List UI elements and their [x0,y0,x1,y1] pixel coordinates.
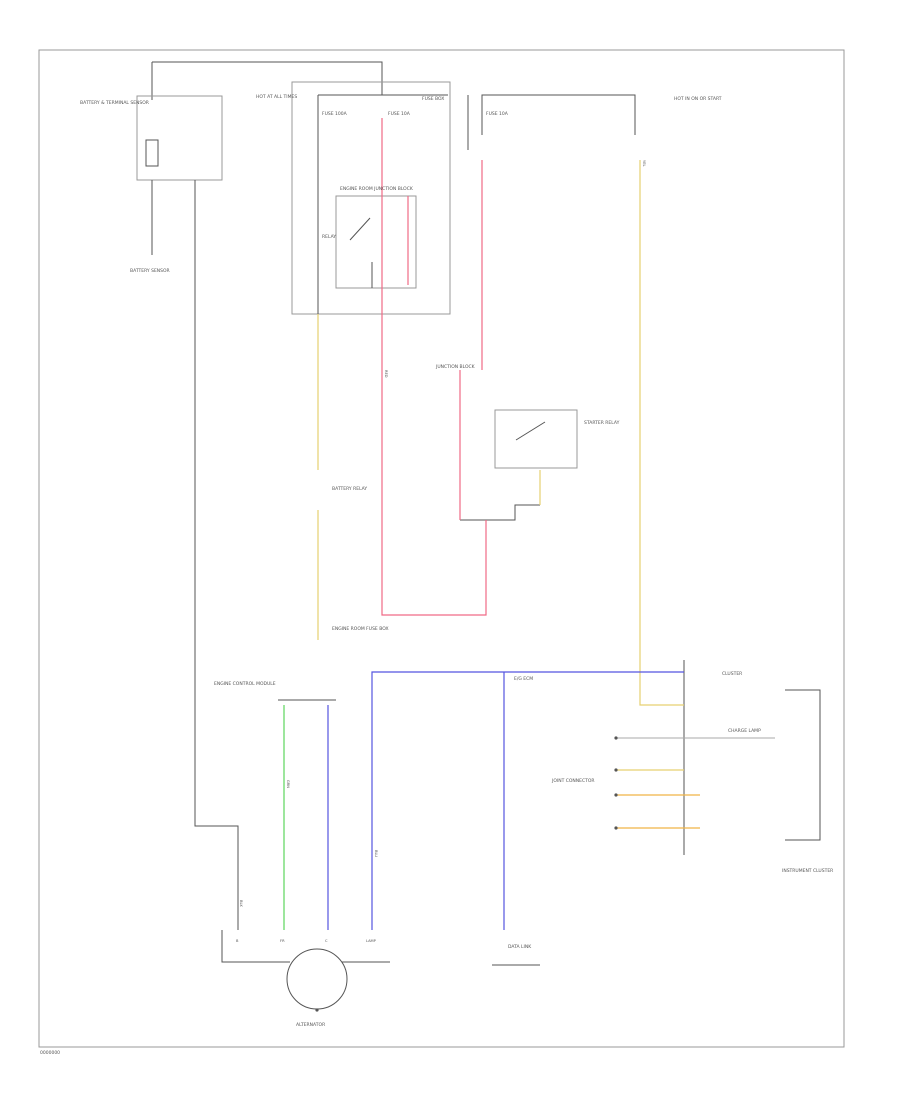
label-charge-lamp: CHARGE LAMP [728,728,761,734]
wire-tag-yel: YEL [642,160,646,166]
label-battery-relay: BATTERY RELAY [332,486,367,492]
alternator-symbol [286,948,348,1010]
label-hot-at-all-times: HOT AT ALL TIMES [256,94,297,100]
diagram-frame [38,49,845,1048]
label-joint-connector: JOINT CONNECTOR [551,778,595,784]
connector-dots [315,736,618,1012]
label-hot-ign: HOT IN ON OR START [674,96,722,102]
wire-blue-main [371,671,684,930]
ignition-relay-box [494,409,578,469]
battery-sensor-element [145,139,159,167]
wire-blue-group [327,671,684,930]
relay-contact [349,217,371,241]
label-relay-box-b: JUNCTION BLOCK [435,364,476,370]
dot-c [614,793,618,797]
label-battery-sensor: BATTERY SENSOR [130,268,170,274]
label-fuse-box-note: FUSE BOX [422,96,444,102]
label-relay-box-a: ENGINE ROOM JUNCTION BLOCK [340,186,414,192]
battery-sensor-box [136,95,223,181]
fuse-right-frame [481,94,636,135]
fuse-box-frame [291,81,451,315]
label-relay-coil: RELAY [322,234,336,240]
wire-sensor-to-alt [194,180,239,930]
wire-top-bus [152,61,383,95]
label-fuse-b: FUSE 10A [388,111,411,117]
wire-black-group [136,61,821,1010]
wire-tag-blk: BLK [239,900,243,907]
label-corner-tag: 0000000 [40,1050,60,1056]
wire-yellow-group [317,160,684,771]
pin-alt-b: B [236,939,239,943]
ignition-join [460,504,540,521]
wire-tag-red: RED [384,370,388,378]
wire-tag-blu: BLU [374,850,378,857]
wire-orange-group [616,794,700,829]
pin-alt-lamp: LAMP [366,939,377,943]
dot-d [614,826,618,830]
label-fuse-c: FUSE 10A [486,111,509,117]
label-battery-terminal-sensor: BATTERY & TERMINAL SENSOR [80,100,149,106]
wire-red-main [381,118,487,616]
label-starter-relay: STARTER RELAY [584,420,620,426]
label-data-link: DATA LINK [508,944,532,950]
pin-alt-c: C [325,939,328,943]
label-ecm-short: E/G ECM [514,676,533,682]
alt-connector-bracket [221,930,290,963]
dot-e [315,1008,319,1012]
wire-red-group [381,118,487,616]
wire-tag-grn: GRN [286,780,290,788]
label-cluster-side: CLUSTER [722,671,742,677]
ignition-relay-switch [515,421,546,441]
label-eng-room-fuse: ENGINE ROOM FUSE BOX [332,626,389,632]
label-ecm: ENGINE CONTROL MODULE [214,681,276,687]
label-fuse-a: FUSE 100A [322,111,348,117]
relay-box [335,195,417,289]
label-alternator: ALTERNATOR [296,1022,325,1028]
dot-a [614,736,618,740]
cluster-bar [785,689,821,841]
wire-yellow-right [639,160,684,706]
label-instrument-cluster: INSTRUMENT CLUSTER [782,868,833,874]
dot-b [614,768,618,772]
pin-alt-fr: FR [280,939,285,943]
